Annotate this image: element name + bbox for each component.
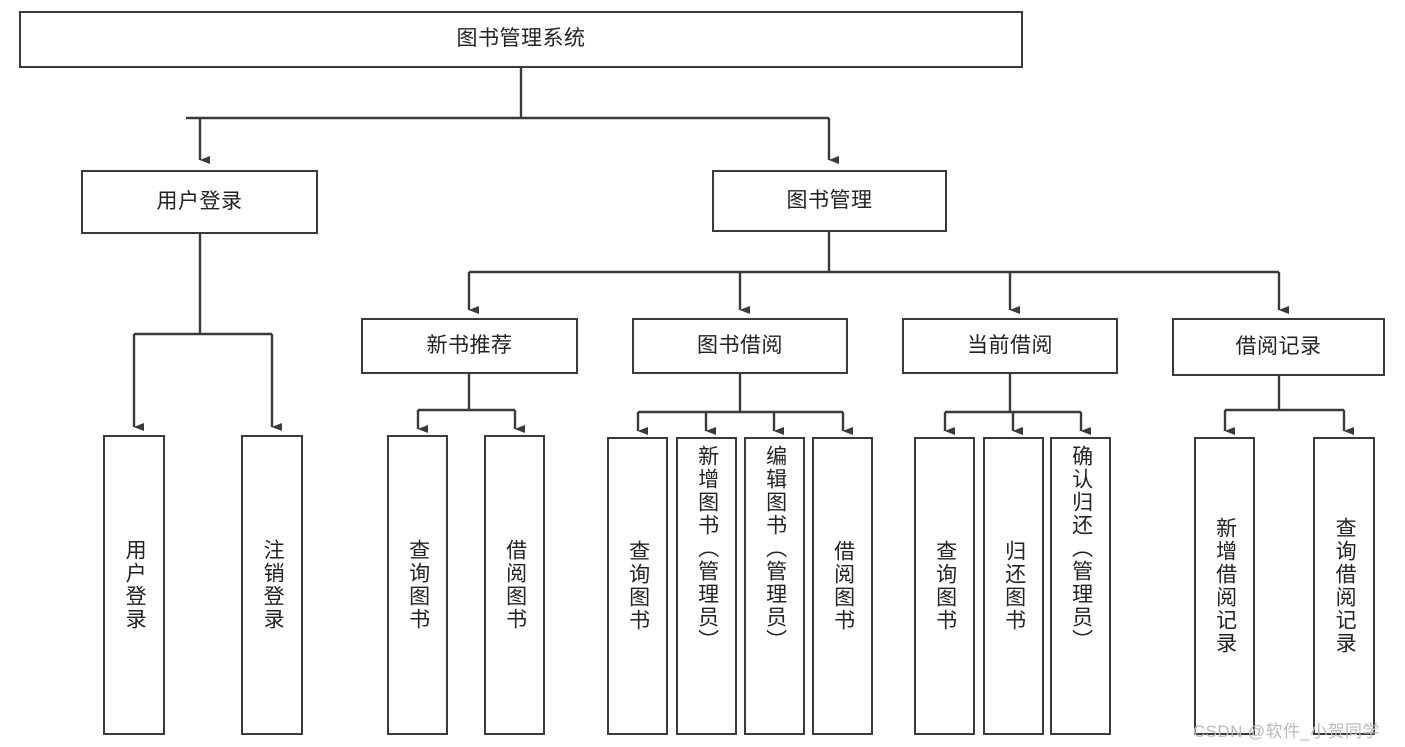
node-borrow-record[interactable]: 借阅记录 xyxy=(1172,318,1385,376)
node-leaf-cur-query-book[interactable]: 查询图书 xyxy=(914,437,975,735)
node-leaf-return-book-label: 归还图书 xyxy=(1002,540,1026,632)
node-current-borrow-label: 当前借阅 xyxy=(967,333,1053,357)
edge-booklogin-to-leaves xyxy=(132,234,283,432)
node-book-borrow-label: 图书借阅 xyxy=(697,333,783,357)
node-leaf-add-record[interactable]: 新增借阅记录 xyxy=(1194,437,1255,735)
node-leaf-borrow-book[interactable]: 借阅图书 xyxy=(812,437,873,735)
node-leaf-rec-borrow-book[interactable]: 借阅图书 xyxy=(484,435,545,735)
node-book-borrow[interactable]: 图书借阅 xyxy=(632,318,848,374)
edge-root-to-level1 xyxy=(186,68,840,165)
node-user-login[interactable]: 用户登录 xyxy=(81,170,318,234)
node-leaf-user-login[interactable]: 用户登录 xyxy=(103,435,165,735)
node-leaf-rec-query-book-label: 查询图书 xyxy=(406,539,430,631)
node-book-manage-label: 图书管理 xyxy=(786,188,873,212)
csdn-watermark: CSDN @软件_小贺同学 xyxy=(1193,722,1380,741)
edge-newbookrec-to-leaves xyxy=(416,374,526,434)
node-leaf-add-book-label: 新增图书（管理员） xyxy=(695,445,719,652)
node-current-borrow[interactable]: 当前借阅 xyxy=(902,318,1118,374)
node-new-book-rec[interactable]: 新书推荐 xyxy=(361,318,578,374)
node-leaf-user-login-label: 用户登录 xyxy=(123,539,147,631)
node-leaf-rec-query-book[interactable]: 查询图书 xyxy=(387,435,448,735)
node-leaf-return-book[interactable]: 归还图书 xyxy=(983,437,1044,735)
node-book-manage[interactable]: 图书管理 xyxy=(712,170,947,232)
node-leaf-borrow-book-label: 借阅图书 xyxy=(831,540,855,632)
node-leaf-query-record[interactable]: 查询借阅记录 xyxy=(1313,437,1375,735)
node-root-label: 图书管理系统 xyxy=(456,27,586,51)
node-leaf-edit-book[interactable]: 编辑图书（管理员） xyxy=(744,437,805,735)
node-leaf-rec-borrow-book-label: 借阅图书 xyxy=(503,539,527,631)
node-leaf-query-record-label: 查询借阅记录 xyxy=(1333,517,1357,655)
edge-borrowrecord-to-leaves xyxy=(1223,376,1355,436)
node-root[interactable]: 图书管理系统 xyxy=(19,11,1023,68)
node-leaf-confirm-return-label: 确认归还（管理员） xyxy=(1069,445,1093,652)
node-leaf-add-book[interactable]: 新增图书（管理员） xyxy=(676,437,737,735)
node-leaf-user-logout[interactable]: 注销登录 xyxy=(241,435,303,735)
edge-bookmanage-to-level2 xyxy=(467,232,1290,315)
node-leaf-borrow-query-book-label: 查询图书 xyxy=(626,540,650,632)
edge-bookborrow-to-leaves xyxy=(636,374,854,436)
node-leaf-edit-book-label: 编辑图书（管理员） xyxy=(763,445,787,652)
node-new-book-rec-label: 新书推荐 xyxy=(426,333,513,357)
node-leaf-add-record-label: 新增借阅记录 xyxy=(1213,517,1237,655)
edge-currentborrow-to-leaves xyxy=(943,374,1092,436)
node-leaf-confirm-return[interactable]: 确认归还（管理员） xyxy=(1050,437,1111,735)
node-user-login-label: 用户登录 xyxy=(156,189,243,213)
node-borrow-record-label: 借阅记录 xyxy=(1235,334,1322,358)
node-leaf-cur-query-book-label: 查询图书 xyxy=(933,540,957,632)
node-leaf-borrow-query-book[interactable]: 查询图书 xyxy=(607,437,668,735)
node-leaf-user-logout-label: 注销登录 xyxy=(261,539,285,631)
